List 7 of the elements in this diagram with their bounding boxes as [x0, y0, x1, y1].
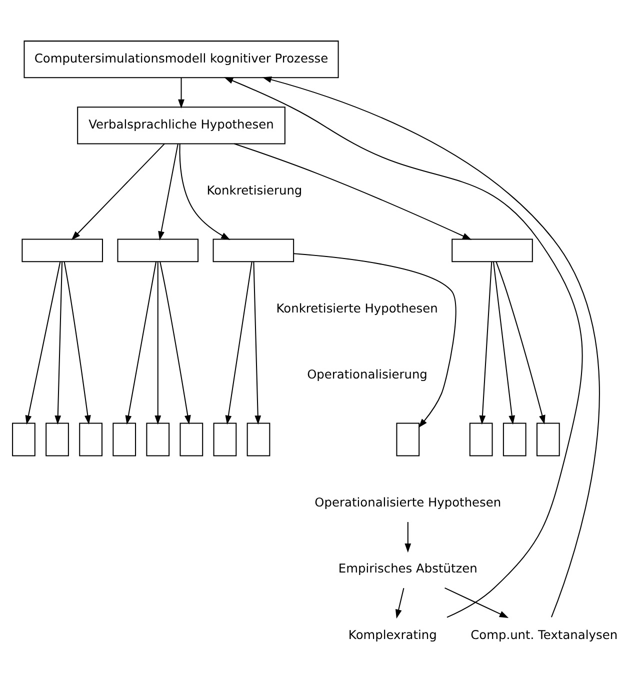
node-text: Empirisches Abstützen [338, 562, 478, 576]
label: Konkretisierung [206, 184, 302, 198]
label: Operationalisierung [307, 368, 428, 382]
label: Konkretisierte Hypothesen [276, 302, 438, 316]
node-text: Comp.unt. Textanalysen [470, 628, 618, 642]
node-text: Komplexrating [348, 628, 437, 642]
node-text: Operationalisierte Hypothesen [314, 496, 502, 510]
